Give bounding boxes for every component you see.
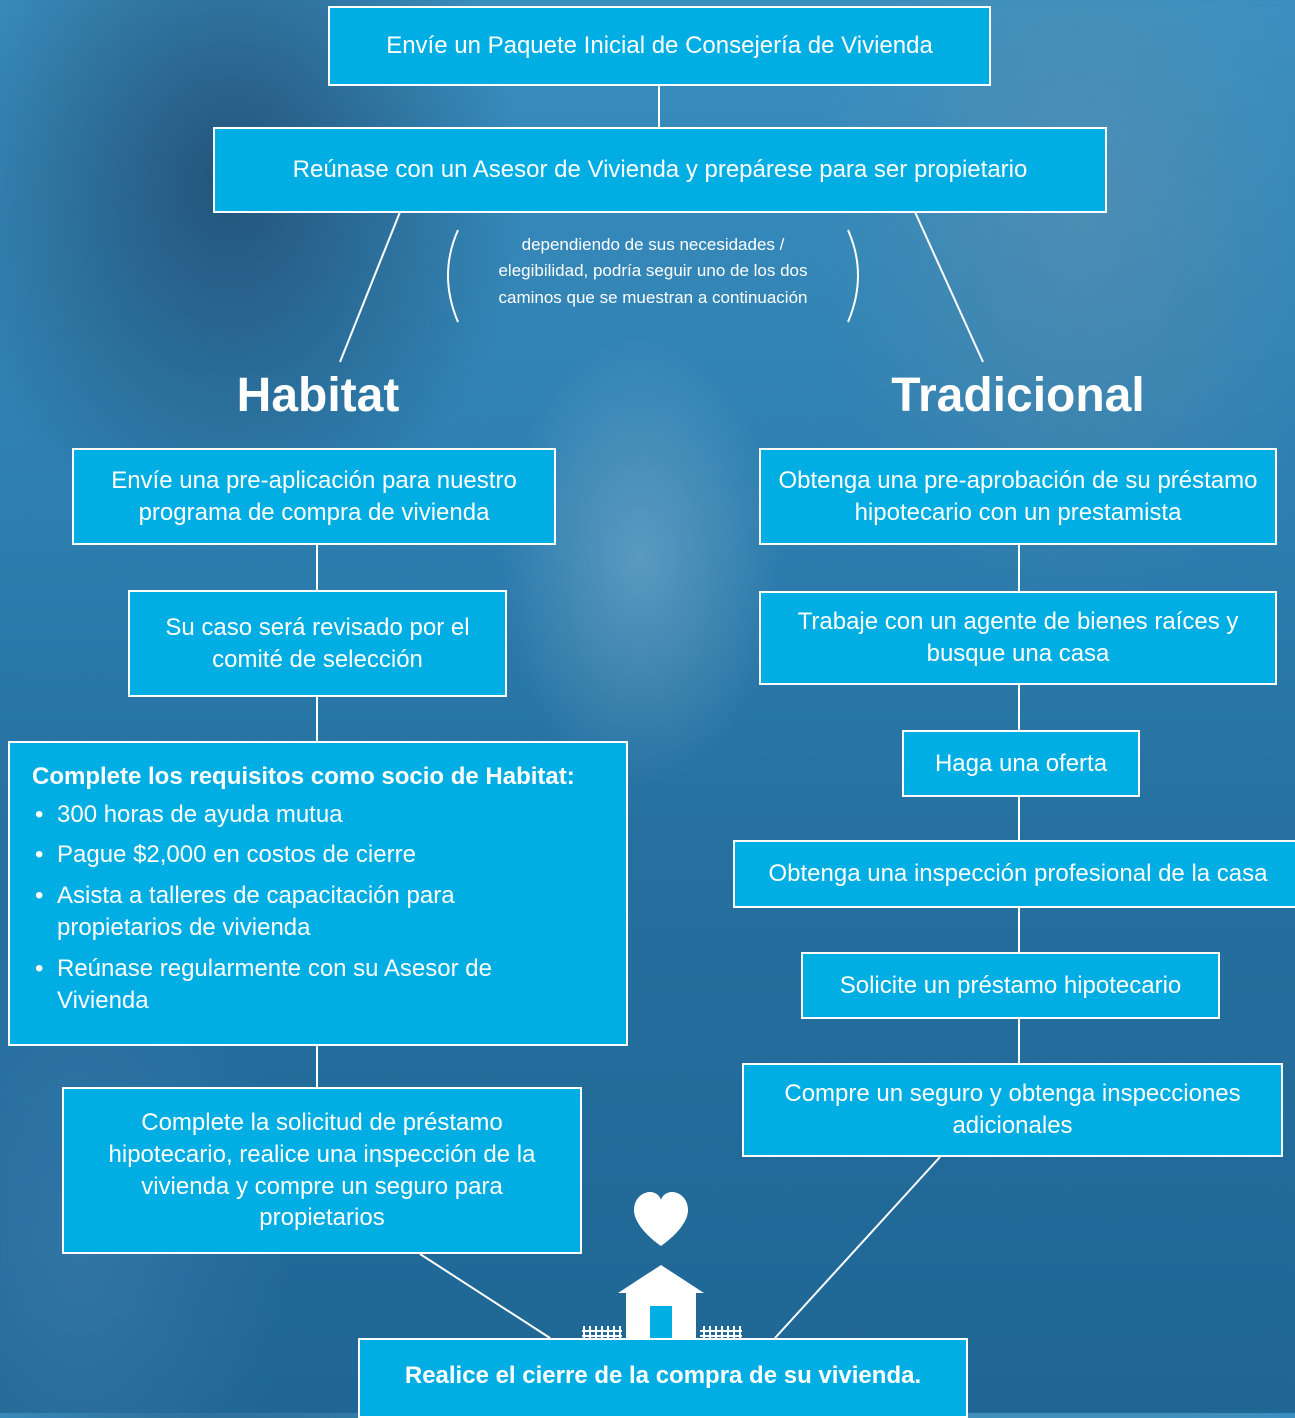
- step-text: Solicite un préstamo hipotecario: [839, 971, 1182, 999]
- tradicional-step-real-estate-agent: Trabaje con un agente de bienes raíces y…: [759, 591, 1277, 685]
- requirements-list: 300 horas de ayuda mutua Pague $2,000 en…: [32, 799, 604, 1017]
- requirement-item: 300 horas de ayuda mutua: [32, 799, 604, 832]
- tradicional-step-apply-loan: Solicite un préstamo hipotecario: [801, 952, 1220, 1019]
- step-text: Realice el cierre de la compra de su viv…: [404, 1362, 922, 1389]
- requirement-item: Pague $2,000 en costos de cierre: [32, 839, 604, 872]
- requirements-heading: Complete los requisitos como socio de Ha…: [32, 763, 575, 790]
- note-right-parenthesis: [847, 229, 859, 323]
- habitat-requirements: Complete los requisitos como socio de Ha…: [8, 741, 628, 1046]
- step-text: Compre un seguro y obtenga inspecciones …: [784, 1080, 1241, 1139]
- step-initial-package: Envíe un Paquete Inicial de Consejería d…: [328, 6, 991, 86]
- step-text: Su caso será revisado por el comité de s…: [165, 613, 470, 673]
- requirement-item: Asista a talleres de capacitación para p…: [32, 880, 604, 945]
- step-text: Trabaje con un agente de bienes raíces y…: [797, 608, 1239, 667]
- note-line: elegibilidad, podría seguir uno de los d…: [498, 261, 808, 281]
- note-left-parenthesis: [447, 229, 459, 323]
- path-note: dependiendo de sus necesidades / elegibi…: [458, 232, 848, 311]
- habitat-step-committee-review: Su caso será revisado por el comité de s…: [128, 590, 507, 697]
- requirement-item: Reúnase regularmente con su Asesor de Vi…: [32, 953, 604, 1018]
- connector-line: [774, 1156, 941, 1339]
- tradicional-title: Tradicional: [891, 369, 1145, 422]
- step-text: Reúnase con un Asesor de Vivienda y prep…: [292, 156, 1028, 184]
- tradicional-step-inspection: Obtenga una inspección profesional de la…: [733, 840, 1295, 908]
- connector-line: [339, 211, 401, 363]
- heart-icon: [634, 1192, 688, 1246]
- step-text: Complete la solicitud de préstamo hipote…: [108, 1109, 536, 1232]
- tradicional-step-preapproval: Obtenga una pre-aprobación de su préstam…: [759, 448, 1277, 545]
- connector-line: [419, 1253, 551, 1339]
- note-line: dependiendo de sus necesidades /: [521, 235, 785, 254]
- step-text: Obtenga una pre-aprobación de su préstam…: [778, 466, 1258, 526]
- house-door: [650, 1306, 672, 1338]
- house-icon: [618, 1265, 704, 1338]
- habitat-step-preapplication: Envíe una pre-aplicación para nuestro pr…: [72, 448, 556, 545]
- habitat-title: Habitat: [236, 369, 400, 422]
- final-step-closing: Realice el cierre de la compra de su viv…: [358, 1338, 968, 1418]
- tradicional-step-insurance: Compre un seguro y obtenga inspecciones …: [742, 1063, 1283, 1157]
- step-text: Haga una oferta: [934, 749, 1108, 777]
- note-line: caminos que se muestran a continuación: [498, 287, 808, 307]
- fence-icon: [582, 1326, 742, 1338]
- step-text: Obtenga una inspección profesional de la…: [768, 860, 1268, 888]
- step-text: Envíe una pre-aplicación para nuestro pr…: [111, 466, 517, 526]
- habitat-step-loan-inspection-insurance: Complete la solicitud de préstamo hipote…: [62, 1087, 582, 1254]
- step-text: Envíe un Paquete Inicial de Consejería d…: [386, 32, 933, 60]
- step-meet-advisor: Reúnase con un Asesor de Vivienda y prep…: [213, 127, 1107, 213]
- tradicional-step-make-offer: Haga una oferta: [902, 730, 1140, 797]
- connector-line: [914, 211, 984, 363]
